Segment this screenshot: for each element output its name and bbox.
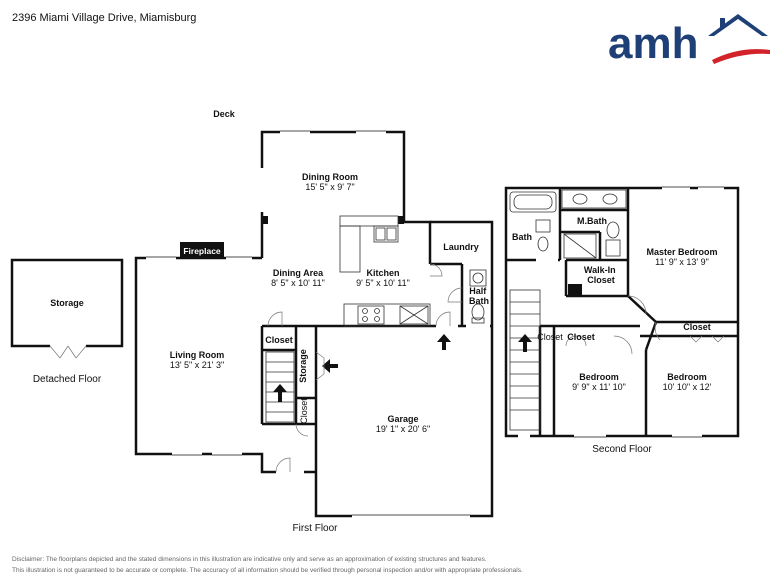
svg-text:Bath: Bath	[512, 232, 532, 242]
room-half-bath: Half Bath	[469, 286, 489, 306]
room-walk-in-closet: Walk-In Closet	[584, 265, 618, 285]
svg-text:Bedroom: Bedroom	[579, 372, 619, 382]
svg-text:Closet: Closet	[537, 332, 563, 342]
room-laundry: Laundry	[443, 242, 479, 252]
stairs	[265, 289, 541, 431]
room-kitchen: Kitchen 9' 5" x 10' 11"	[356, 268, 410, 288]
room-living-room: Living Room 13' 5" x 21' 3"	[170, 350, 225, 370]
svg-text:19' 1" x 20' 6": 19' 1" x 20' 6"	[376, 424, 430, 434]
svg-text:Storage: Storage	[298, 349, 308, 383]
room-bedroom-3: Bedroom 10' 10" x 12'	[663, 372, 712, 392]
room-closet-2f-a: Closet	[567, 332, 595, 342]
room-closet-1f: Closet	[265, 335, 293, 345]
kitchen-fixtures	[339, 215, 487, 327]
svg-text:Bedroom: Bedroom	[667, 372, 707, 382]
svg-text:Closet: Closet	[299, 398, 309, 424]
svg-text:Storage: Storage	[50, 298, 84, 308]
room-bedroom-2: Bedroom 9' 9" x 11' 10"	[572, 372, 626, 392]
second-floor-caption: Second Floor	[592, 444, 652, 455]
bath-fixtures	[509, 189, 627, 259]
fireplace	[180, 242, 224, 258]
fireplace-label: Fireplace	[183, 246, 221, 256]
disclaimer-line-2: This illustration is not guaranteed to b…	[12, 567, 523, 574]
svg-text:Half Bath: Half Bath	[469, 286, 489, 306]
first-floor-caption: First Floor	[293, 523, 339, 534]
room-dining-room: Dining Room 15' 5" x 9' 7"	[302, 172, 358, 192]
room-garage: Garage 19' 1" x 20' 6"	[376, 414, 430, 434]
svg-text:9' 5" x 10' 11": 9' 5" x 10' 11"	[356, 278, 410, 288]
half-bath-label: Half	[469, 286, 487, 296]
property-address: 2396 Miami Village Drive, Miamisburg	[12, 12, 197, 24]
svg-text:M.Bath: M.Bath	[577, 216, 607, 226]
svg-text:Laundry: Laundry	[443, 242, 479, 252]
svg-text:Garage: Garage	[387, 414, 418, 424]
svg-text:8' 5" x 10' 11": 8' 5" x 10' 11"	[271, 278, 325, 288]
room-dining-area: Dining Area 8' 5" x 10' 11"	[271, 268, 325, 288]
disclaimer-line-1: Disclaimer: The floorplans depicted and …	[12, 556, 487, 563]
svg-text:Closet: Closet	[683, 322, 711, 332]
room-closet-2f-c: Closet	[683, 322, 711, 332]
entry-arrow	[437, 334, 451, 350]
svg-text:Dining Area: Dining Area	[273, 268, 324, 278]
door-swings	[49, 263, 725, 473]
garage-entry-arrow	[322, 359, 338, 373]
svg-text:Closet: Closet	[567, 332, 595, 342]
svg-text:15' 5" x 9' 7": 15' 5" x 9' 7"	[305, 182, 354, 192]
svg-text:Walk-In Closet: Walk-In Closet	[584, 265, 618, 285]
svg-text:11' 9" x 13' 9": 11' 9" x 13' 9"	[655, 257, 709, 267]
svg-text:Living Room: Living Room	[170, 350, 225, 360]
room-bath-2f: Bath	[512, 232, 532, 242]
windows	[50, 130, 724, 518]
room-closet-small-1f: Closet	[299, 398, 309, 424]
room-detached-storage: Storage	[50, 298, 84, 308]
room-master-bedroom: Master Bedroom 11' 9" x 13' 9"	[646, 247, 717, 267]
svg-text:Closet: Closet	[265, 335, 293, 345]
svg-text:Master Bedroom: Master Bedroom	[646, 247, 717, 257]
svg-text:amh: amh	[608, 19, 698, 68]
svg-text:13' 5" x 21' 3": 13' 5" x 21' 3"	[170, 360, 224, 370]
room-closet-2f-b: Closet	[537, 332, 563, 342]
svg-text:9' 9" x 11' 10": 9' 9" x 11' 10"	[572, 382, 626, 392]
stair-arrows	[273, 334, 532, 402]
amh-logo: amh	[608, 14, 770, 68]
deck-label: Deck	[213, 109, 236, 119]
svg-text:Dining Room: Dining Room	[302, 172, 358, 182]
walk-in-closet-post	[568, 284, 582, 296]
svg-text:10' 10" x 12': 10' 10" x 12'	[663, 382, 712, 392]
window-frames	[146, 130, 724, 516]
room-master-bath: M.Bath	[577, 216, 607, 226]
detached-floor-caption: Detached Floor	[33, 374, 102, 385]
room-storage-1f: Storage	[298, 349, 308, 383]
svg-text:Kitchen: Kitchen	[366, 268, 399, 278]
